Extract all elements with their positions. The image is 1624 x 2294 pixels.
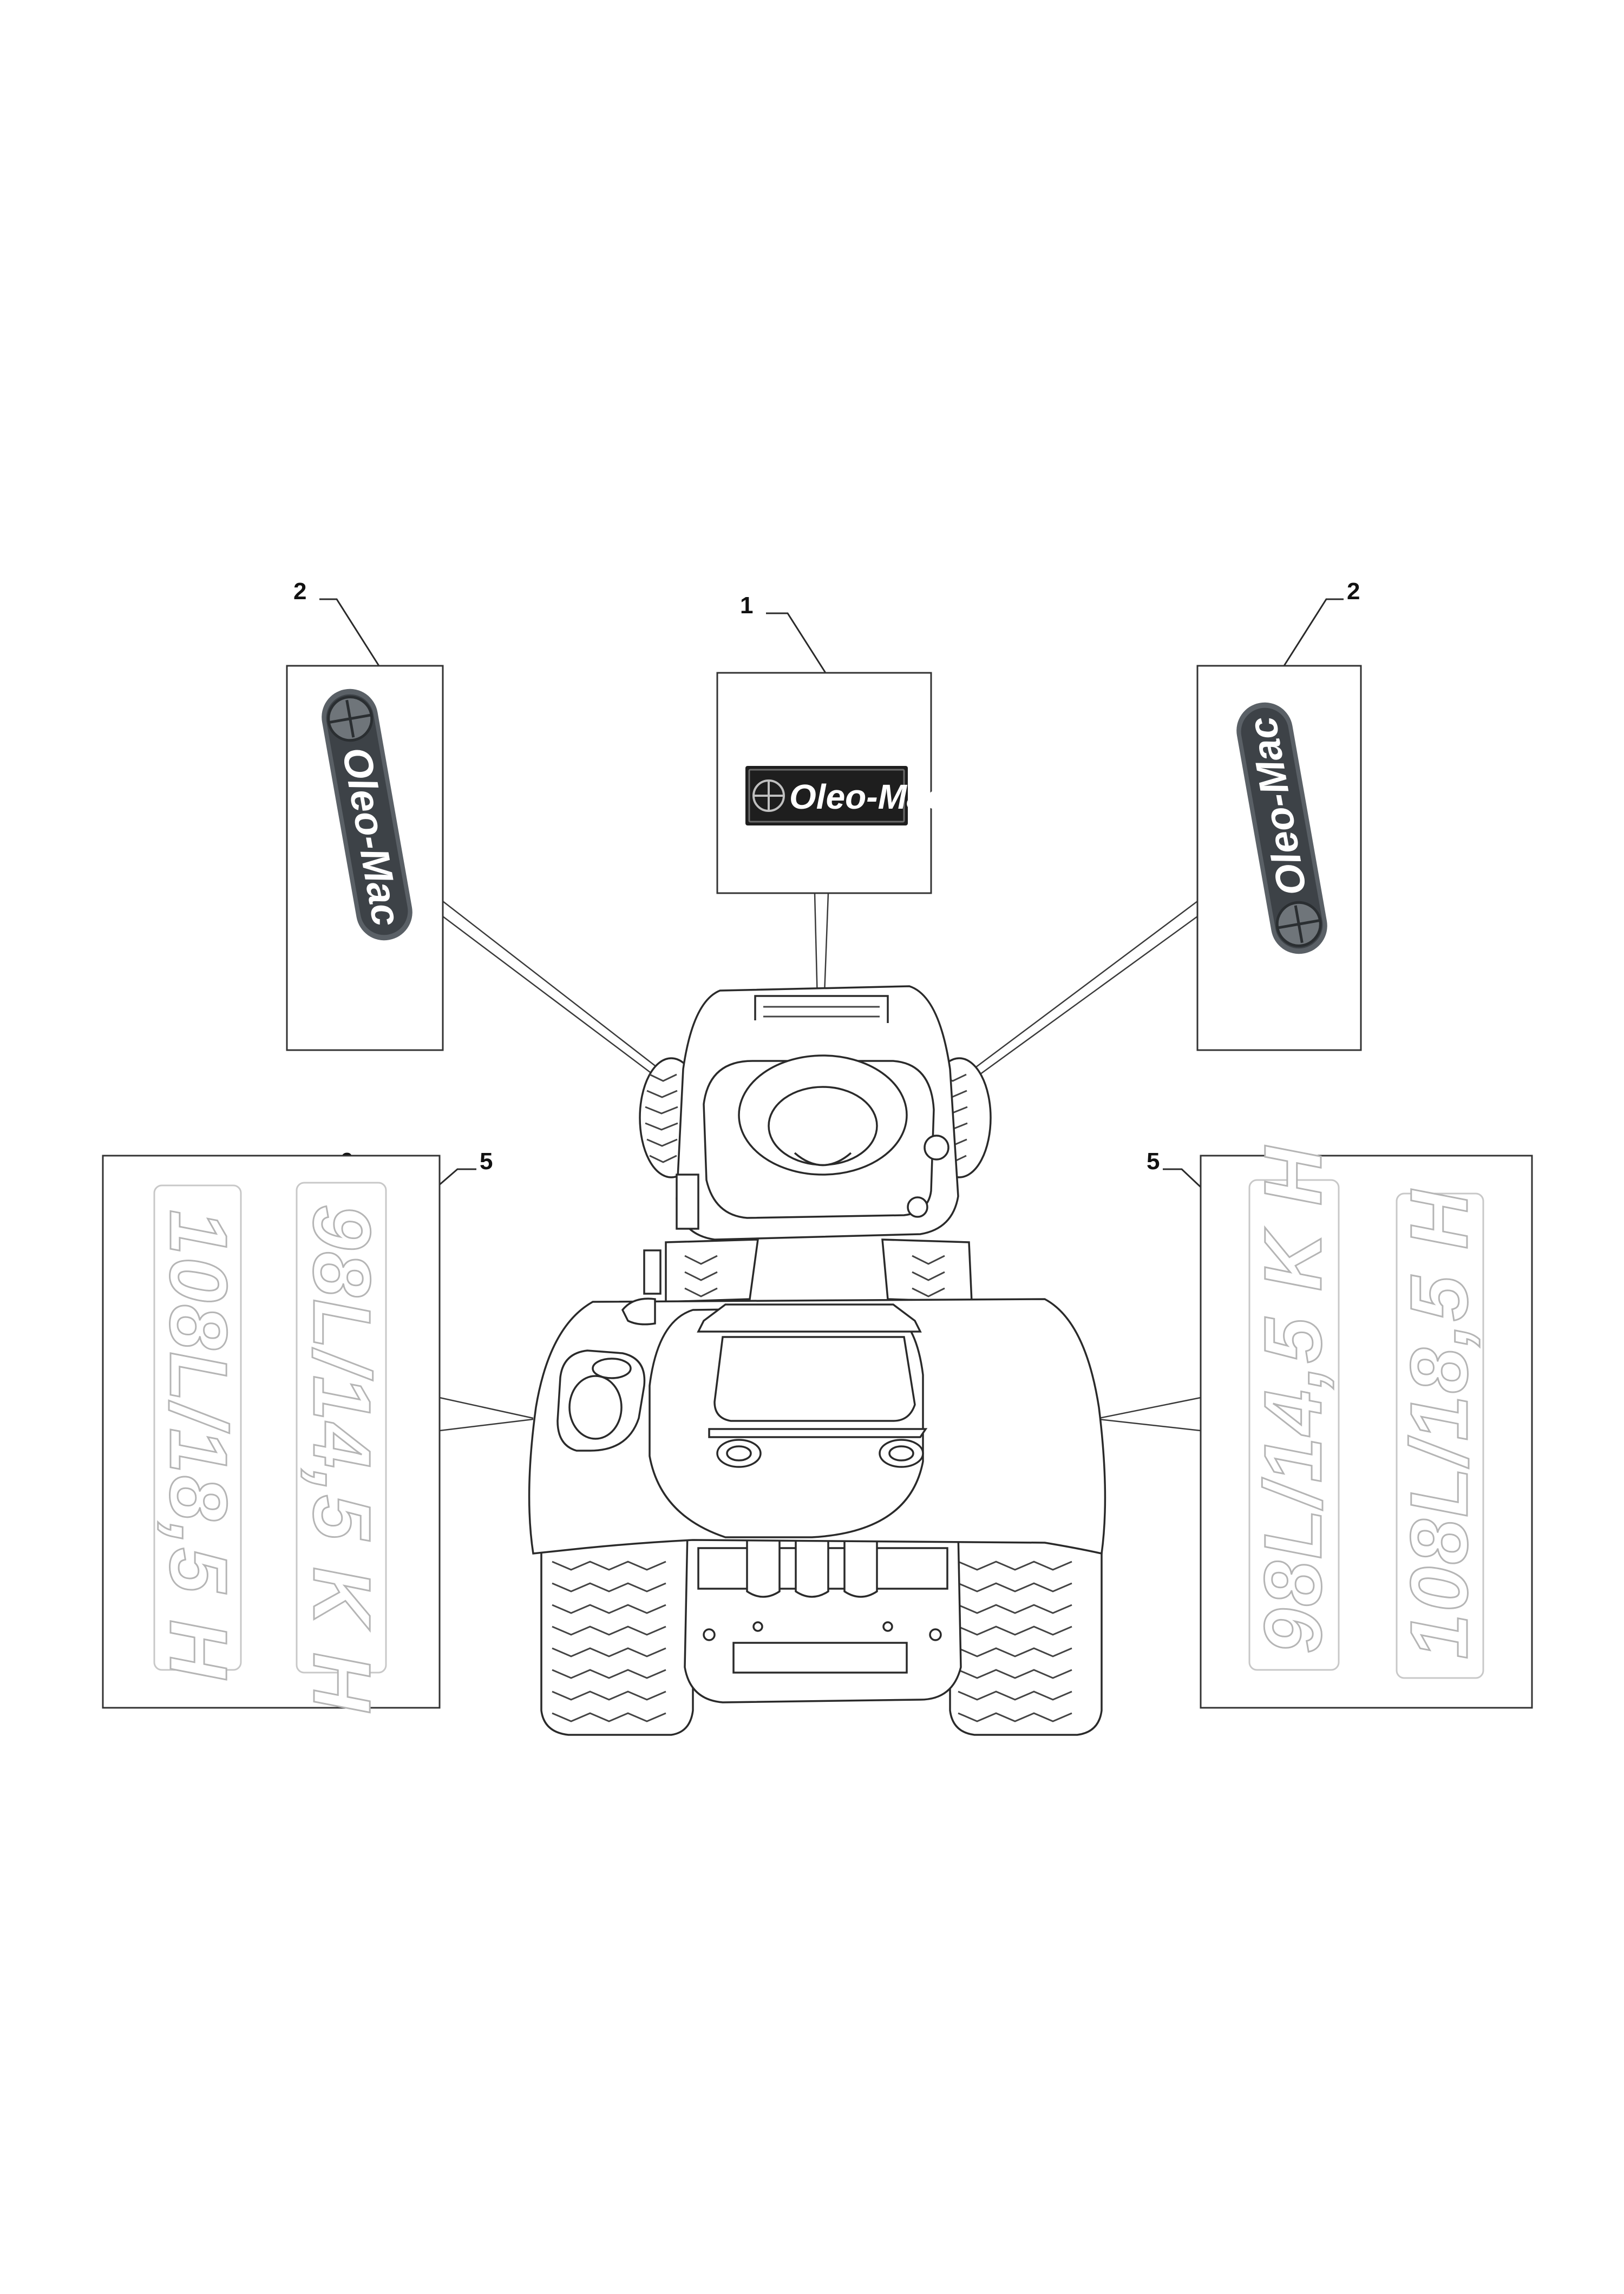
decal-6-right-text: 108L/18,5 H bbox=[1393, 1188, 1484, 1659]
decal-5-right-panel bbox=[1248, 1179, 1340, 1671]
decal-5-left-text: 98L/14,5 K H bbox=[297, 1204, 388, 1713]
fuel-cap-icon bbox=[568, 1375, 623, 1440]
hood-grille bbox=[754, 995, 889, 1023]
oleo-mac-side-logo-right: Oleo-Mac bbox=[1236, 702, 1327, 954]
seat-pad bbox=[713, 1336, 916, 1422]
decal-box-2-right: Oleo-Mac bbox=[1196, 665, 1362, 1051]
brand-text: Oleo-Mac bbox=[789, 777, 945, 816]
callout-2-left: 2 bbox=[293, 578, 306, 605]
callout-5-left: 5 bbox=[480, 1148, 493, 1175]
rear-wheel-left bbox=[540, 1525, 694, 1736]
lever-knob-icon bbox=[907, 1196, 928, 1218]
decal-5-right-text: 98L/14,5 K H bbox=[1247, 1145, 1338, 1654]
cutting-height-lever bbox=[643, 1249, 662, 1295]
ignition-icon bbox=[924, 1135, 949, 1161]
decal-6-left-text: 108L/18,5 H bbox=[153, 1210, 244, 1681]
rear-plate bbox=[732, 1642, 908, 1674]
side-lever bbox=[676, 1174, 699, 1230]
rear-wheel-right bbox=[949, 1525, 1103, 1736]
decal-box-5-6-right: 98L/14,5 K H 108L/18,5 H bbox=[1200, 1144, 1533, 1709]
decal-6-left-panel bbox=[153, 1184, 242, 1671]
callout-5-right: 5 bbox=[1147, 1148, 1160, 1175]
decal-5-left-panel bbox=[296, 1182, 387, 1674]
leader-lines bbox=[238, 598, 1400, 1432]
decal-6-right-panel bbox=[1396, 1192, 1484, 1679]
footrest-left bbox=[665, 1238, 759, 1303]
oleo-mac-side-logo-left: Oleo-Mac bbox=[322, 689, 412, 941]
decal-box-1: Oleo-Mac bbox=[716, 672, 945, 894]
riding-mower-illustration bbox=[528, 985, 1106, 1736]
footrest-right bbox=[881, 1238, 973, 1303]
oleo-mac-front-logo: Oleo-Mac bbox=[745, 766, 945, 825]
callout-1: 1 bbox=[740, 592, 753, 619]
decal-box-5-6-left: 108L/18,5 H 98L/14,5 K H bbox=[102, 1155, 441, 1714]
decal-box-2-left: Oleo-Mac bbox=[286, 665, 444, 1051]
callout-2-right: 2 bbox=[1347, 578, 1360, 605]
